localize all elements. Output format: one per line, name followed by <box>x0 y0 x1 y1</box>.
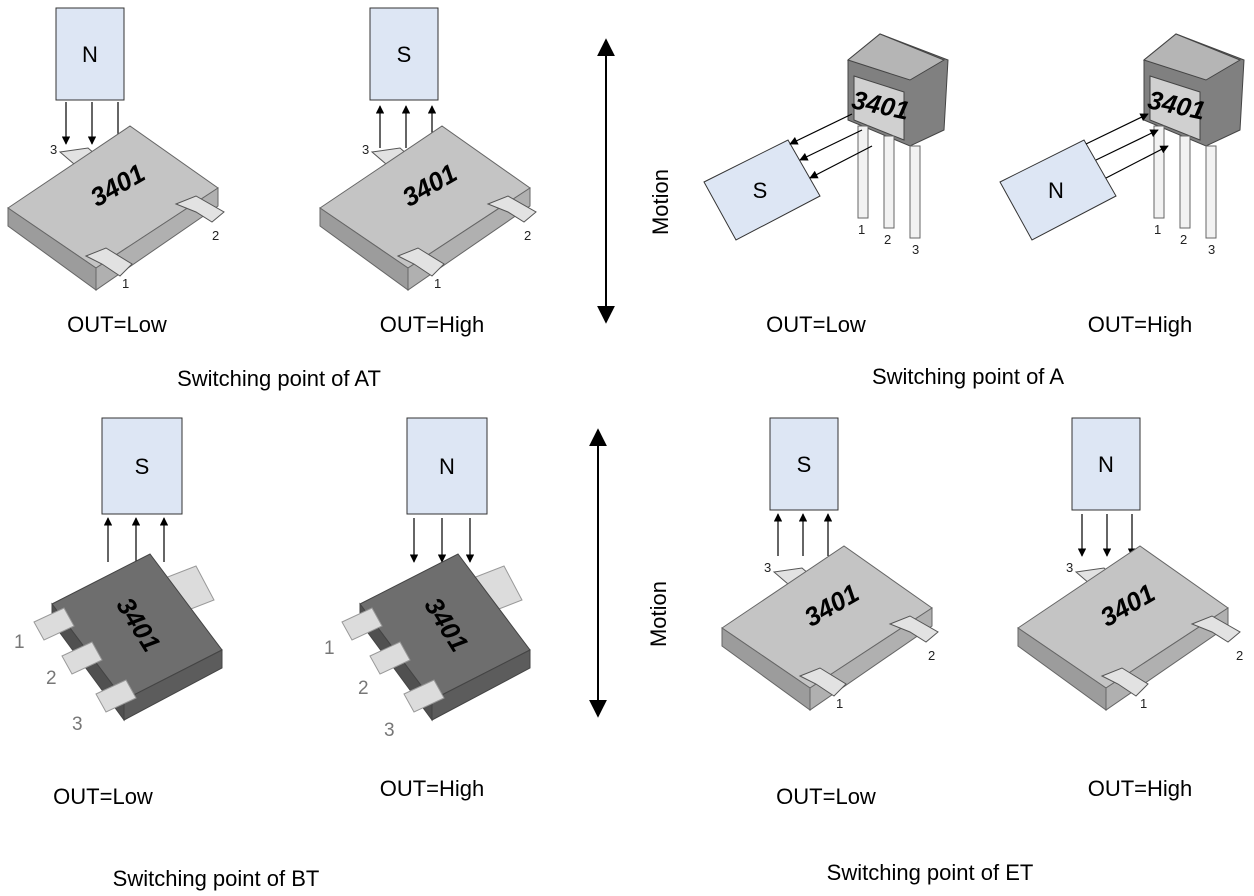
pin-2-label: 2 <box>46 668 57 689</box>
sot89-package: 3401 <box>341 553 531 722</box>
pin-3-label: 3 <box>384 720 395 741</box>
motion-label: Motion <box>646 581 671 647</box>
field-arrows <box>61 102 123 145</box>
magnet-block <box>55 7 125 101</box>
sot23-package: 3401 <box>721 545 939 711</box>
field-arrows <box>773 513 833 556</box>
at-right-output: OUT=High <box>380 312 485 337</box>
pin-3-label: 3 <box>362 142 369 157</box>
pin-1-label: 1 <box>324 638 335 659</box>
pin-3-label: 3 <box>1208 242 1215 257</box>
magnet-pole-label: N <box>439 454 455 479</box>
magnet-pole-label: N <box>82 42 98 67</box>
pin-2-label: 2 <box>1236 648 1243 663</box>
sot23-package: 3401 <box>319 125 537 291</box>
at-caption: Switching point of AT <box>177 366 381 391</box>
magnet-block <box>406 417 488 515</box>
magnet-block <box>1071 417 1141 511</box>
et-caption: Switching point of ET <box>827 860 1034 885</box>
magnet-pole-label: N <box>1098 452 1114 477</box>
field-arrows <box>1085 113 1169 179</box>
field-arrows <box>789 113 873 179</box>
a-caption: Switching point of A <box>872 364 1064 389</box>
motion-indicator-top: Motion <box>597 38 673 324</box>
at-left-device: N 3401 3 2 1 <box>7 7 225 291</box>
at-left-output: OUT=Low <box>67 312 167 337</box>
a-left-device: 3401 1 2 3 S <box>703 33 949 257</box>
pin-3-label: 3 <box>1066 560 1073 575</box>
bt-right-device: N 3401 1 2 3 <box>324 417 531 741</box>
pin-1-label: 1 <box>1154 222 1161 237</box>
to92-package: 3401 <box>1142 33 1245 239</box>
pin-2-label: 2 <box>212 228 219 243</box>
pin-2-label: 2 <box>884 232 891 247</box>
a-right-device: 3401 1 2 3 N <box>999 33 1245 257</box>
pin-1-label: 1 <box>1140 696 1147 711</box>
pin-3-label: 3 <box>72 714 83 735</box>
bt-caption: Switching point of BT <box>113 866 320 891</box>
bt-right-output: OUT=High <box>380 776 485 801</box>
to92-package: 3401 <box>846 33 949 239</box>
et-right-output: OUT=High <box>1088 776 1193 801</box>
magnet-pole-label: S <box>753 178 768 203</box>
sot23-package: 3401 <box>1017 545 1241 711</box>
pin-1-label: 1 <box>836 696 843 711</box>
field-arrows <box>103 517 169 562</box>
motion-label: Motion <box>648 169 673 235</box>
pin-1-label: 1 <box>434 276 441 291</box>
panel-at: N 3401 3 2 1 OUT=Low S <box>7 7 537 391</box>
panel-bt: S 3401 1 2 3 OUT=Low N <box>14 417 531 891</box>
a-right-output: OUT=High <box>1088 312 1193 337</box>
magnet-pole-label: S <box>397 42 412 67</box>
sot23-package: 3401 <box>7 125 225 291</box>
pin-2-label: 2 <box>358 678 369 699</box>
pin-2-label: 2 <box>928 648 935 663</box>
pin-2-label: 2 <box>524 228 531 243</box>
a-left-output: OUT=Low <box>766 312 866 337</box>
pin-1-label: 1 <box>858 222 865 237</box>
pin-1-label: 1 <box>122 276 129 291</box>
magnet-block: S <box>703 139 821 241</box>
motion-indicator-bottom: Motion <box>589 428 671 718</box>
magnet-pole-label: N <box>1048 178 1064 203</box>
pin-1-label: 1 <box>14 632 25 653</box>
panel-a: 3401 1 2 3 S OUT=Low <box>703 33 1245 389</box>
magnet-block <box>369 7 439 101</box>
et-right-device: N 3401 3 2 1 <box>1017 417 1243 711</box>
magnet-block <box>101 417 183 515</box>
panel-et: S 3401 3 2 1 OUT=Low N <box>721 417 1243 885</box>
pin-3-label: 3 <box>764 560 771 575</box>
magnet-pole-label: S <box>135 454 150 479</box>
et-left-device: S 3401 3 2 1 <box>721 417 939 711</box>
et-left-output: OUT=Low <box>776 784 876 809</box>
sot89-package: 3401 <box>33 553 223 722</box>
bt-left-output: OUT=Low <box>53 784 153 809</box>
magnet-block <box>769 417 839 511</box>
field-arrows <box>409 518 475 563</box>
magnet-pole-label: S <box>797 452 812 477</box>
field-arrows <box>1077 514 1137 557</box>
pin-2-label: 2 <box>1180 232 1187 247</box>
at-right-device: S 3401 3 2 1 <box>319 7 537 291</box>
pin-3-label: 3 <box>912 242 919 257</box>
magnet-block: N <box>999 139 1117 241</box>
pin-3-label: 3 <box>50 142 57 157</box>
bt-left-device: S 3401 1 2 3 <box>14 417 223 735</box>
